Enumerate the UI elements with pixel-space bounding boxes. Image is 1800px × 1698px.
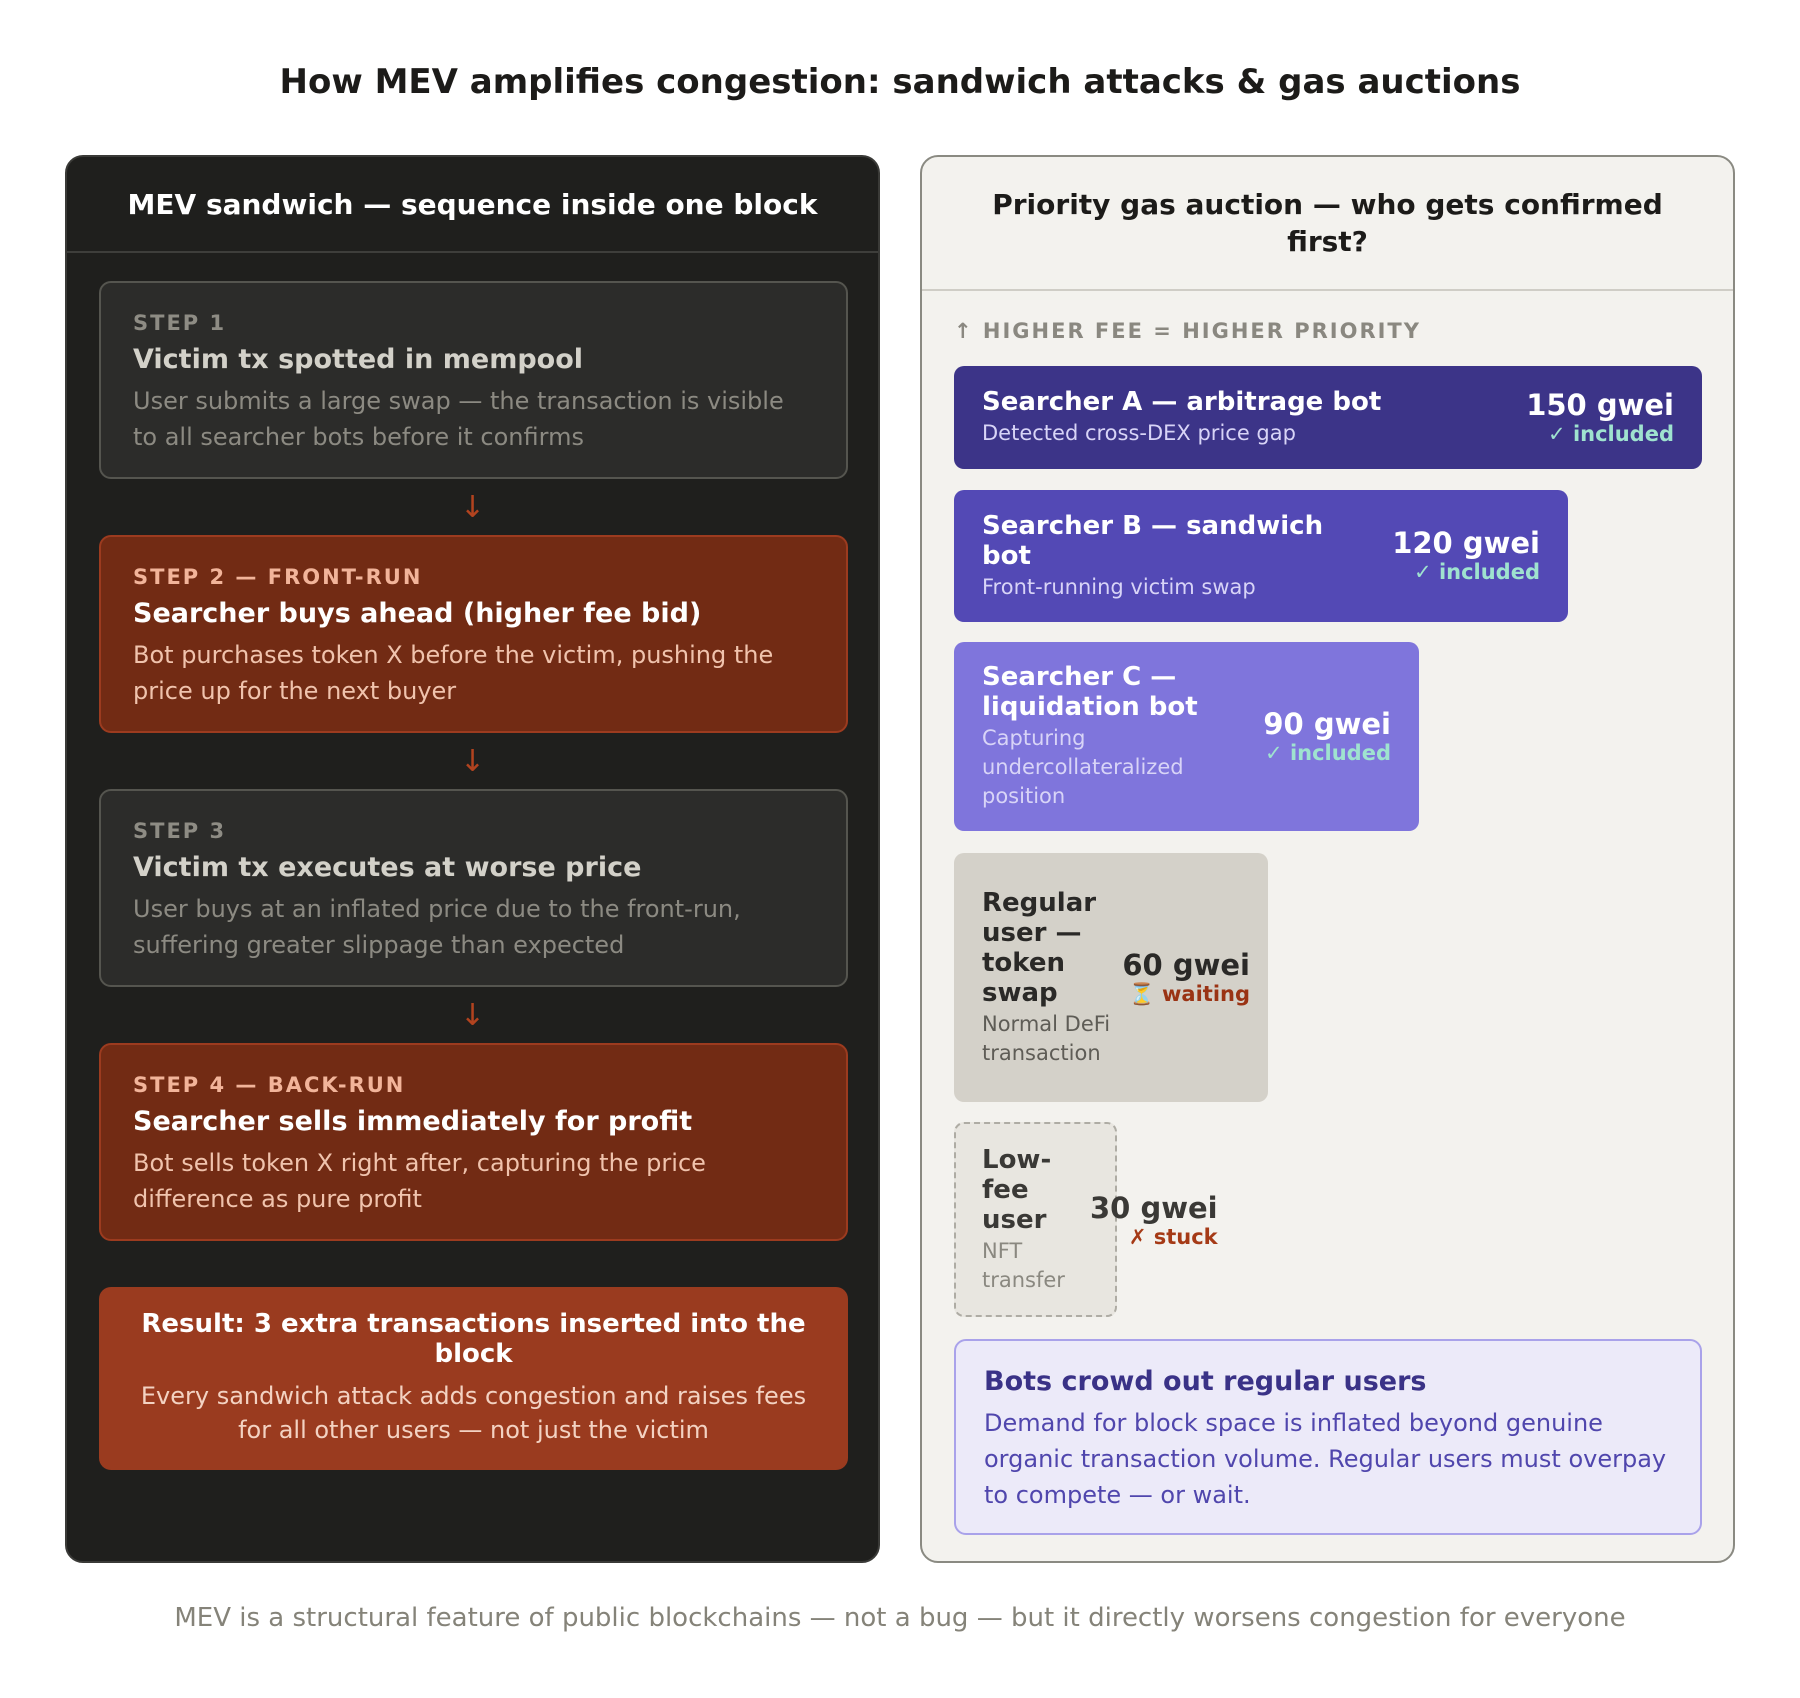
callout-description: Demand for block space is inflated beyon…	[984, 1409, 1667, 1509]
down-arrow-icon: ↓	[459, 490, 486, 525]
bidder-regular-user: Regular user — token swap Normal DeFi tr…	[954, 853, 1268, 1102]
priority-axis-label: ↑ HIGHER FEE = HIGHER PRIORITY	[954, 319, 1421, 343]
gas-auction-panel: Priority gas auction — who gets confirme…	[920, 155, 1735, 1563]
bidder-name: Low-fee user	[982, 1144, 1052, 1235]
bidder-name: Searcher C — liquidation bot	[982, 662, 1198, 722]
status-stuck-badge: ✗ stuck	[1128, 1225, 1218, 1249]
step-3-card: STEP 3 Victim tx executes at worse price…	[99, 789, 848, 987]
fee-value: 90 gwei	[1263, 706, 1391, 741]
bidder-name: Searcher A — arbitrage bot	[982, 387, 1382, 417]
step-title: Victim tx executes at worse price	[133, 852, 642, 883]
bidder-description: Normal DeFi transaction	[982, 1011, 1111, 1065]
step-description: User buys at an inflated price due to th…	[133, 895, 741, 959]
status-included-badge: ✓ included	[1548, 421, 1674, 446]
crowd-out-callout: Bots crowd out regular users Demand for …	[954, 1339, 1702, 1535]
result-description: Every sandwich attack adds congestion an…	[140, 1382, 807, 1444]
fee-value: 30 gwei	[1090, 1191, 1218, 1225]
step-label: STEP 1	[133, 311, 227, 335]
step-label: STEP 4 — BACK-RUN	[133, 1073, 406, 1097]
status-included-badge: ✓ included	[1414, 560, 1540, 584]
down-arrow-icon: ↓	[459, 744, 486, 779]
bidder-description: Front-running victim swap	[982, 574, 1256, 599]
bidder-description: Capturing undercollateralized position	[982, 726, 1184, 808]
step-description: Bot purchases token X before the victim,…	[133, 641, 774, 705]
fee-value: 60 gwei	[1122, 947, 1250, 982]
fee-value: 150 gwei	[1526, 387, 1674, 422]
status-included-badge: ✓ included	[1265, 740, 1391, 765]
bidder-searcher-a: Searcher A — arbitrage bot Detected cros…	[954, 366, 1702, 469]
step-4-card: STEP 4 — BACK-RUN Searcher sells immedia…	[99, 1043, 848, 1241]
step-label: STEP 2 — FRONT-RUN	[133, 565, 423, 589]
bidder-description: NFT transfer	[982, 1238, 1065, 1292]
gas-auction-heading: Priority gas auction — who gets confirme…	[922, 157, 1733, 291]
bidder-low-fee-user: Low-fee user NFT transfer 30 gwei ✗ stuc…	[954, 1122, 1218, 1317]
step-description: Bot sells token X right after, capturing…	[133, 1149, 706, 1213]
callout-title: Bots crowd out regular users	[984, 1366, 1427, 1397]
result-title: Result: 3 extra transactions inserted in…	[141, 1309, 806, 1369]
step-1-card: STEP 1 Victim tx spotted in mempool User…	[99, 281, 848, 479]
step-title: Searcher sells immediately for profit	[133, 1106, 693, 1137]
result-card: Result: 3 extra transactions inserted in…	[99, 1287, 848, 1470]
bidder-searcher-b: Searcher B — sandwich bot Front-running …	[954, 490, 1568, 622]
bidder-searcher-c: Searcher C — liquidation bot Capturing u…	[954, 642, 1419, 831]
status-waiting-badge: ⏳ waiting	[1128, 981, 1250, 1006]
step-description: User submits a large swap — the transact…	[133, 387, 784, 451]
sandwich-panel-heading: MEV sandwich — sequence inside one block	[67, 157, 878, 253]
bidder-name: Regular user — token swap	[982, 887, 1097, 1008]
step-title: Searcher buys ahead (higher fee bid)	[133, 598, 702, 629]
bidder-description: Detected cross-DEX price gap	[982, 421, 1296, 445]
step-label: STEP 3	[133, 819, 227, 843]
sandwich-panel: MEV sandwich — sequence inside one block…	[65, 155, 880, 1563]
down-arrow-icon: ↓	[459, 998, 486, 1033]
fee-value: 120 gwei	[1392, 526, 1540, 560]
step-title: Victim tx spotted in mempool	[133, 344, 584, 375]
footer-caption: MEV is a structural feature of public bl…	[174, 1603, 1626, 1633]
diagram-title: How MEV amplifies congestion: sandwich a…	[279, 62, 1521, 102]
bidder-name: Searcher B — sandwich bot	[982, 510, 1324, 571]
step-2-card: STEP 2 — FRONT-RUN Searcher buys ahead (…	[99, 535, 848, 733]
